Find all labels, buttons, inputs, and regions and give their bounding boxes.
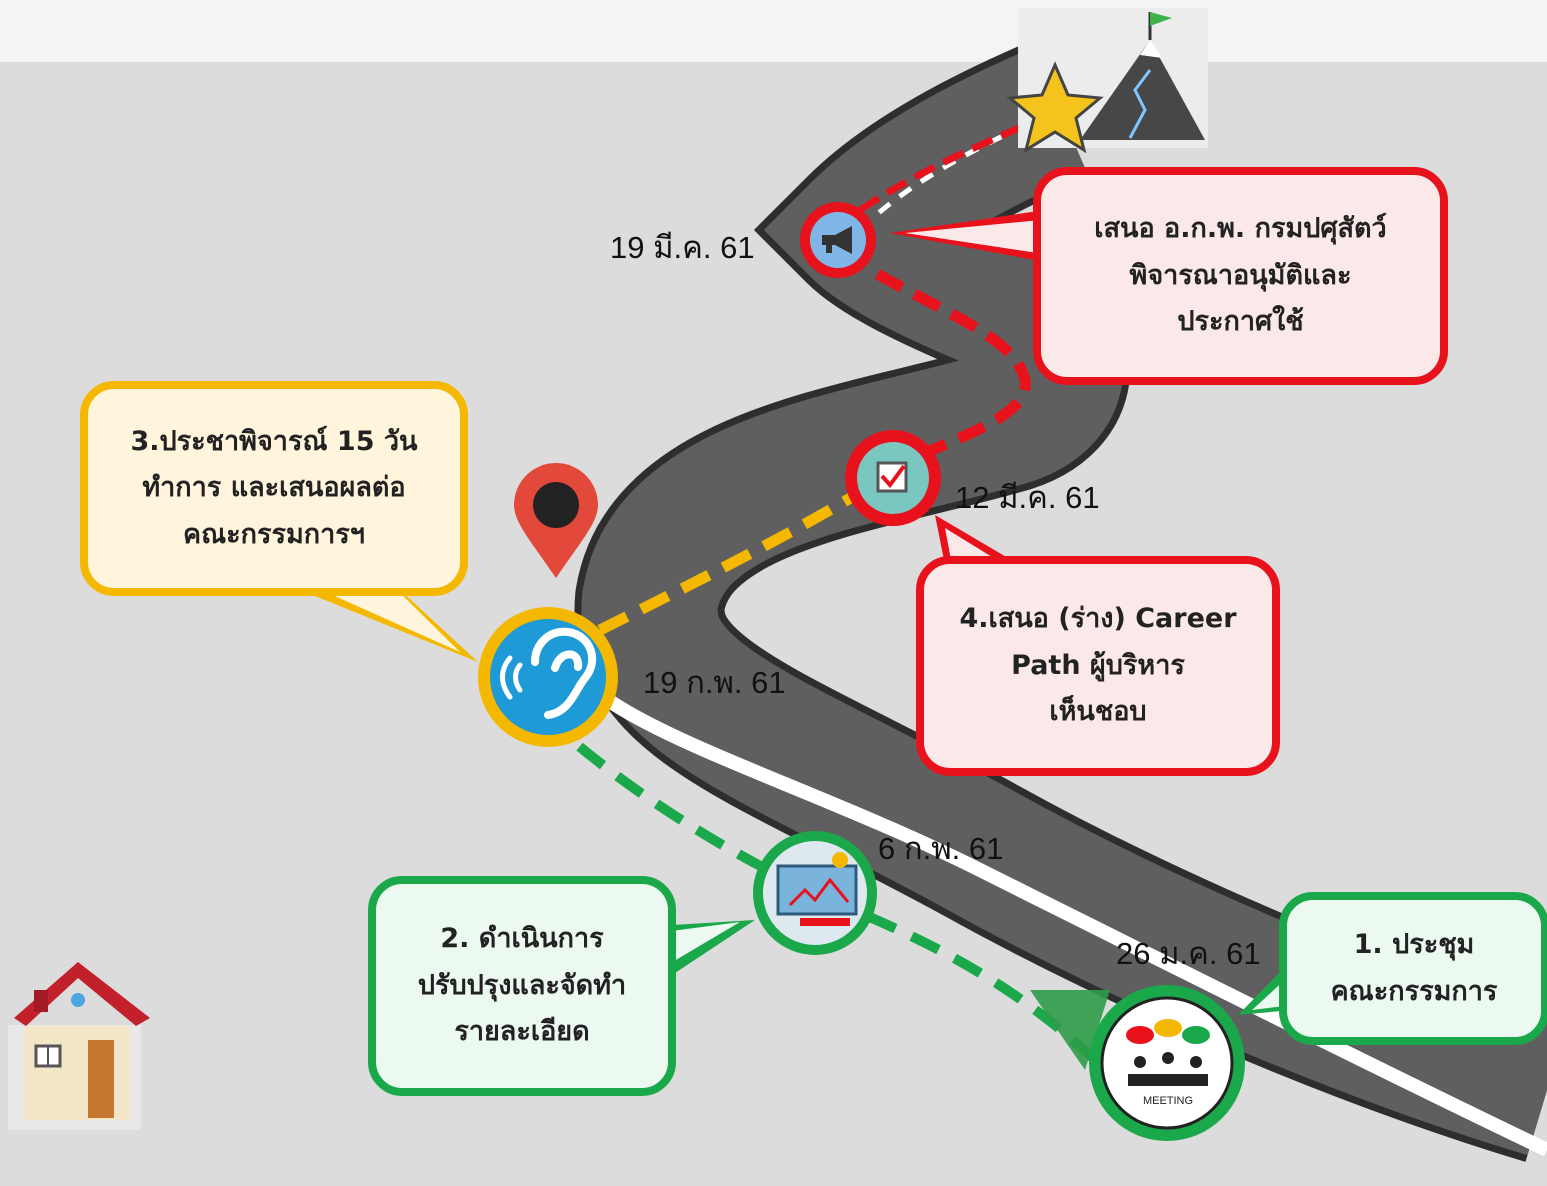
callout-step4-text: 4.เสนอ (ร่าง) Career Path ผู้บริหาร เห็น… bbox=[959, 603, 1237, 728]
callout-step2: 2. ดำเนินการ ปรับปรุงและจัดทำ รายละเอียด bbox=[368, 876, 676, 1096]
callout-step1: 1. ประชุม คณะกรรมการ bbox=[1279, 892, 1547, 1045]
date-step1: 26 ม.ค. 61 bbox=[1116, 936, 1261, 971]
meeting-icon-label: MEETING bbox=[1143, 1095, 1193, 1107]
ear-hearing-icon bbox=[500, 627, 597, 719]
milestone-2-node[interactable] bbox=[753, 831, 877, 955]
arrow-icon bbox=[1030, 990, 1110, 1070]
callout-tail-3 bbox=[300, 590, 478, 662]
callout-step2-text: 2. ดำเนินการ ปรับปรุงและจัดทำ รายละเอียด bbox=[417, 923, 627, 1048]
date-step2: 6 ก.พ. 61 bbox=[878, 831, 1004, 866]
megaphone-icon bbox=[822, 226, 852, 254]
meeting-icon: MEETING bbox=[1126, 1019, 1210, 1107]
callout-step3: 3.ประชาพิจารณ์ 15 วัน ทำการ และเสนอผลต่อ… bbox=[80, 381, 468, 596]
star-icon bbox=[1006, 61, 1104, 154]
presentation-board-icon bbox=[776, 852, 858, 926]
callout-step4: 4.เสนอ (ร่าง) Career Path ผู้บริหาร เห็น… bbox=[916, 556, 1280, 776]
callout-step5-text: เสนอ อ.ก.พ. กรมปศุสัตว์ พิจารณาอนุมัติแล… bbox=[1094, 213, 1387, 338]
date-step3: 19 ก.พ. 61 bbox=[643, 665, 786, 700]
date-step4: 12 มี.ค. 61 bbox=[955, 480, 1100, 515]
milestone-5-node[interactable] bbox=[800, 202, 876, 278]
milestone-1-node[interactable]: MEETING bbox=[1089, 985, 1245, 1141]
milestone-3-node[interactable] bbox=[478, 607, 618, 747]
callout-step5: เสนอ อ.ก.พ. กรมปศุสัตว์ พิจารณาอนุมัติแล… bbox=[1033, 167, 1448, 385]
location-pin-icon bbox=[514, 463, 598, 578]
home-icon bbox=[8, 962, 150, 1130]
callout-step3-text: 3.ประชาพิจารณ์ 15 วัน ทำการ และเสนอผลต่อ… bbox=[130, 425, 418, 550]
checkbox-icon bbox=[876, 461, 908, 493]
date-step5: 19 มี.ค. 61 bbox=[610, 230, 755, 265]
milestone-4-node[interactable] bbox=[845, 430, 941, 526]
callout-step1-text: 1. ประชุม คณะกรรมการ bbox=[1330, 929, 1498, 1007]
top-banner bbox=[0, 0, 1547, 62]
